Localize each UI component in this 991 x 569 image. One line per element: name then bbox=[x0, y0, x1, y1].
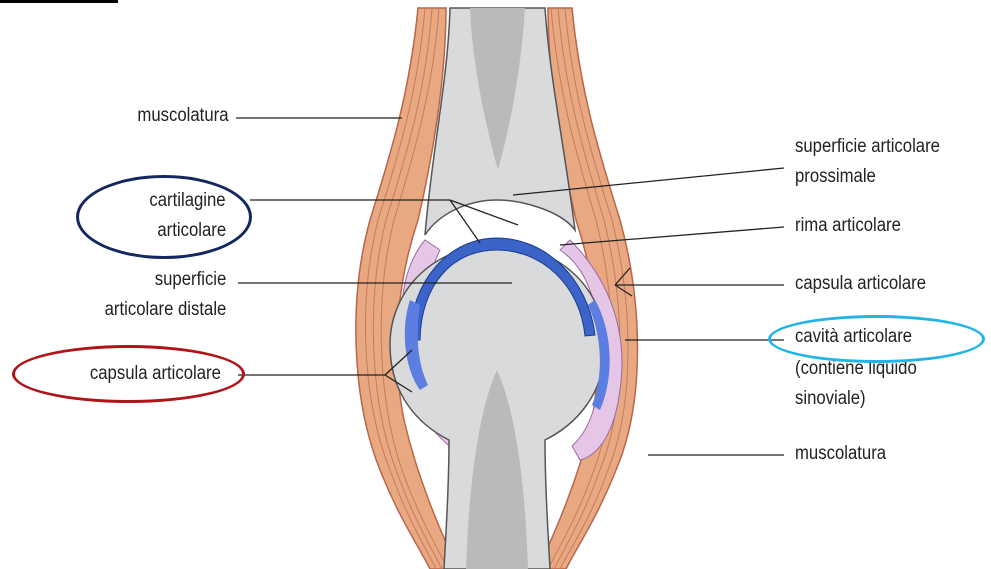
label-capsula-right: capsula articolare bbox=[795, 272, 926, 296]
label-superficie-distale-line1: superficie bbox=[154, 268, 226, 292]
label-cartilagine-line2: articolare bbox=[157, 219, 226, 243]
label-superficie-prossimale-line2: prossimale bbox=[795, 165, 876, 189]
label-superficie-distale-line2: articolare distale bbox=[104, 298, 226, 322]
label-muscolatura-right: muscolatura bbox=[795, 442, 886, 466]
label-cartilagine-line1: cartilagine bbox=[150, 189, 226, 213]
label-contiene-line2: sinoviale) bbox=[795, 387, 866, 411]
label-rima: rima articolare bbox=[795, 214, 901, 238]
label-cavita: cavità articolare bbox=[795, 325, 912, 349]
label-capsula-left: capsula articolare bbox=[90, 362, 221, 386]
label-contiene-line1: (contiene liquido bbox=[795, 357, 917, 381]
label-muscolatura-left: muscolatura bbox=[137, 104, 228, 128]
label-superficie-prossimale-line1: superficie articolare bbox=[795, 135, 940, 159]
